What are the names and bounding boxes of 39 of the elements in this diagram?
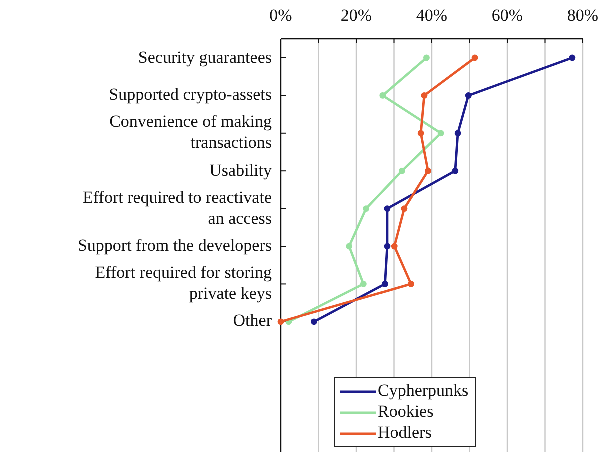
- axis-tick-label: 80%: [567, 6, 599, 26]
- category-label: Usability: [208, 160, 272, 181]
- point: [454, 130, 462, 137]
- axis-tick-label: 0%: [270, 6, 292, 26]
- category-label: Support from the developers: [76, 235, 272, 256]
- point: [418, 130, 424, 137]
- point: [472, 54, 478, 62]
- category-label: Supported crypto-assets: [108, 84, 272, 106]
- point: [382, 281, 388, 288]
- category-label: Effort required for storing private keys: [94, 262, 272, 304]
- point: [311, 318, 318, 326]
- axis-tick-label: 40%: [416, 6, 448, 26]
- point: [278, 318, 284, 326]
- point: [398, 168, 406, 174]
- point: [438, 130, 444, 137]
- axis-tick-label: 60%: [492, 6, 524, 26]
- point: [425, 168, 432, 174]
- legend-label: Rookies: [378, 402, 434, 422]
- legend-label: Cypherpunks: [378, 381, 469, 401]
- category-label: Effort required to reactivate an access: [82, 186, 272, 229]
- point: [346, 243, 353, 250]
- category-label: Security guarantees: [137, 46, 272, 68]
- point: [401, 206, 408, 212]
- legend-label: Hodlers: [378, 423, 432, 443]
- point: [465, 92, 472, 99]
- point: [391, 243, 398, 250]
- category-label: Other: [232, 310, 272, 332]
- point: [408, 281, 414, 288]
- point: [384, 206, 391, 212]
- point: [424, 54, 430, 62]
- point: [452, 168, 459, 174]
- point: [384, 243, 391, 250]
- point: [360, 281, 367, 288]
- point: [569, 54, 576, 62]
- point: [380, 92, 386, 99]
- category-label: Convenience of making transactions: [108, 111, 272, 154]
- point: [363, 206, 370, 212]
- axis-tick-label: 20%: [340, 6, 372, 26]
- point: [421, 92, 428, 99]
